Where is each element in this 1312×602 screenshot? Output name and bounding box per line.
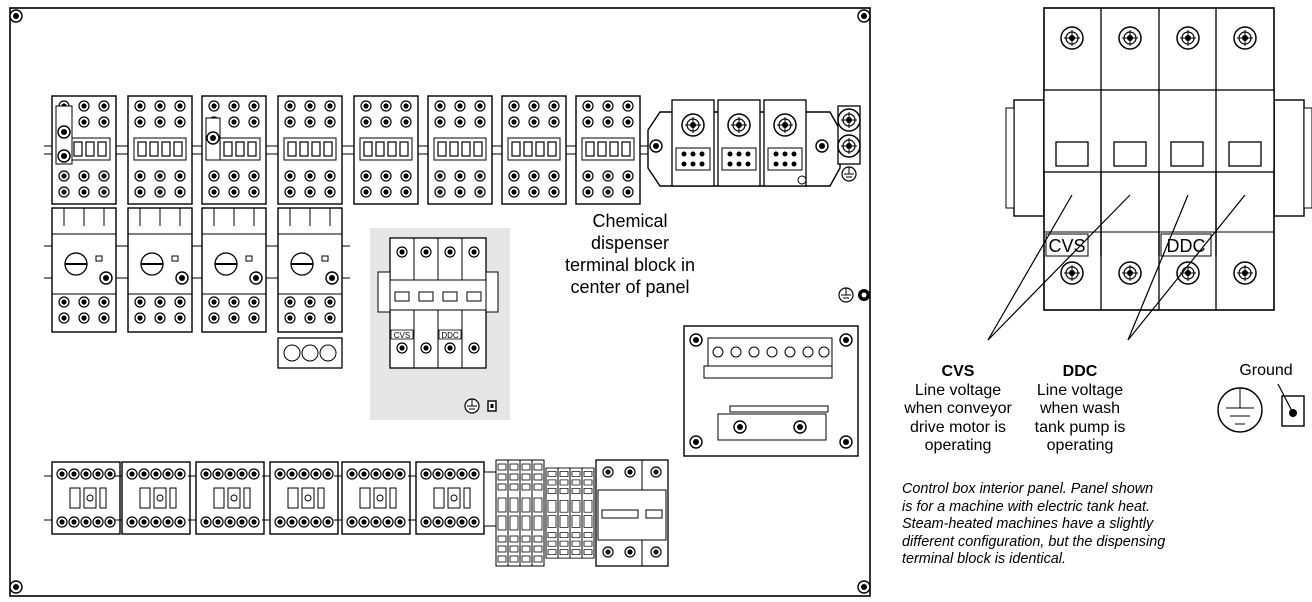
chemical-label-line: Chemical bbox=[592, 211, 668, 231]
cvs-callout: CVS Line voltage when conveyor drive mot… bbox=[896, 363, 1020, 456]
caption-line: terminal block is identical. bbox=[902, 551, 1066, 568]
ground-stud bbox=[838, 287, 870, 303]
detail-ddc-tag: DDC bbox=[1167, 236, 1206, 256]
caption-line: is for a machine with electric tank heat… bbox=[902, 498, 1150, 515]
ddc-callout-line: Line voltage bbox=[1036, 381, 1124, 399]
caption-line: Control box interior panel. Panel shown bbox=[902, 481, 1154, 497]
caption-line: Steam-heated machines have a slightly bbox=[902, 516, 1154, 533]
terminal-strip bbox=[483, 459, 669, 567]
cvs-callout-title: CVS bbox=[941, 363, 975, 380]
dispenser-block-detail: CVS DDC bbox=[987, 7, 1312, 341]
ddc-callout-line: operating bbox=[1046, 437, 1114, 454]
power-terminal-block bbox=[647, 99, 861, 187]
ground-label: Ground bbox=[1239, 362, 1293, 379]
cvs-callout-line: Line voltage bbox=[914, 381, 1002, 399]
ddc-callout-line: tank pump is bbox=[1034, 418, 1126, 436]
chemical-label-line: center of panel bbox=[570, 277, 690, 297]
ground-detail bbox=[1217, 383, 1305, 433]
inset-ddc-tag: DDC bbox=[441, 331, 459, 340]
figure-caption: Control box interior panel. Panel shown … bbox=[902, 481, 1307, 569]
motor-starters bbox=[44, 96, 350, 369]
cvs-callout-line: when conveyor bbox=[904, 400, 1012, 417]
chemical-label-line: dispenser bbox=[590, 233, 670, 253]
detail-cvs-tag: CVS bbox=[1048, 236, 1085, 256]
chemical-dispenser-terminal-block: CVS DDC bbox=[370, 228, 510, 420]
inset-cvs-tag: CVS bbox=[394, 331, 410, 340]
ddc-callout: DDC Line voltage when wash tank pump is … bbox=[1030, 363, 1130, 456]
caption-line: different configuration, but the dispens… bbox=[902, 533, 1166, 550]
cvs-callout-line: operating bbox=[924, 437, 992, 454]
ddc-callout-title: DDC bbox=[1062, 363, 1098, 380]
transformer bbox=[683, 325, 859, 457]
chemical-dispenser-label: Chemical dispenser terminal block in cen… bbox=[560, 210, 700, 298]
ddc-callout-line: when wash bbox=[1039, 400, 1121, 417]
cvs-callout-line: drive motor is bbox=[909, 418, 1007, 436]
chemical-label-line: terminal block in bbox=[564, 255, 696, 275]
